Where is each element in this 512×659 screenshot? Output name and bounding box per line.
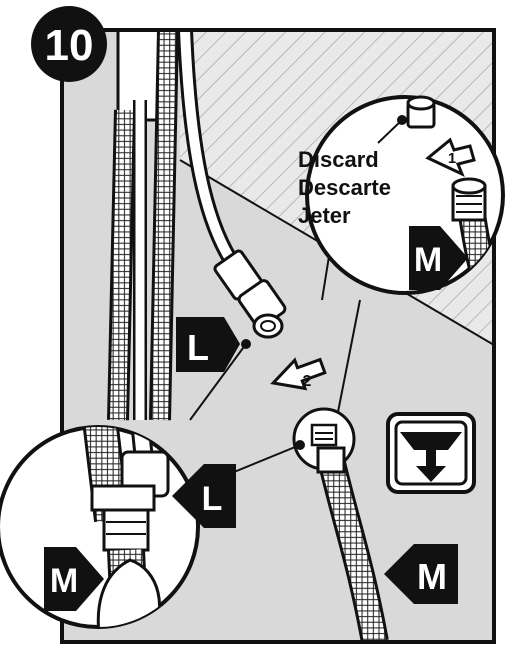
cap-icon — [408, 97, 434, 127]
arrow-1-label: 1 — [448, 150, 456, 167]
discard-label-fr: Jeter — [298, 203, 351, 228]
discard-label-pt: Descarte — [298, 175, 391, 200]
m-label-bottom: M — [50, 562, 78, 600]
m-label-top: M — [414, 241, 442, 279]
arrow-2-label: 2 — [303, 373, 312, 390]
l-label-bottom: L — [202, 480, 223, 518]
discard-label-en: Discard — [298, 147, 379, 172]
m-label-scene: M — [417, 556, 447, 597]
under-sink-icon — [388, 414, 474, 492]
l-label-scene: L — [187, 327, 209, 368]
step-number: 10 — [45, 21, 94, 70]
step-badge: 10 — [31, 6, 107, 82]
